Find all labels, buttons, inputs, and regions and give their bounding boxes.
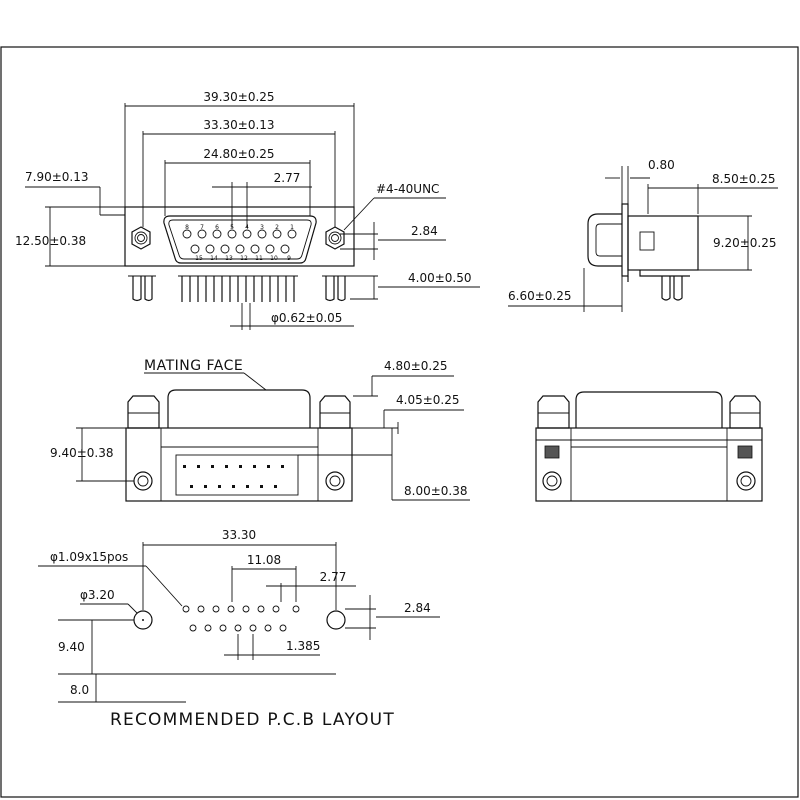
dim-d2: 4.05±0.25	[396, 393, 460, 407]
mating-face-title: MATING FACE	[144, 358, 243, 374]
pin-label-13: 13	[225, 255, 233, 262]
side-view: 0.80 8.50±0.25 9.20±0.25 6.60±0.25	[508, 158, 778, 312]
pin-label-12: 12	[240, 255, 248, 262]
dim-pin-length: 4.00±0.50	[408, 271, 472, 285]
pcb-holes-bottom	[189, 624, 287, 632]
dim-flange-thickness: 0.80	[648, 158, 675, 172]
side-flange	[621, 203, 629, 277]
front-right-nut	[325, 226, 345, 250]
dim-edge-to-pin: 8.0	[70, 683, 89, 697]
mating-left-post	[127, 395, 160, 429]
drawing-frame	[0, 46, 799, 798]
dim-pin-pitch: 2.77	[274, 171, 301, 185]
mating-face-view: MATING FACE	[50, 358, 470, 502]
dim-board-to-center: 9.40±0.38	[50, 446, 114, 460]
pin-label-3: 3	[260, 224, 264, 231]
pin-label-6: 6	[215, 224, 219, 231]
mating-left-hole	[133, 471, 153, 491]
pin-label-11: 11	[255, 255, 263, 262]
dim-hole-dia: φ1.09x15pos	[50, 550, 128, 564]
dim-d1: 4.80±0.25	[384, 359, 448, 373]
pin-label-10: 10	[270, 255, 278, 262]
dim-body-height: 9.20±0.25	[713, 236, 777, 250]
dim-pcb-pin-pitch: 2.77	[320, 570, 347, 584]
dim-row-spacing: 2.84	[411, 224, 438, 238]
pin-label-15: 15	[195, 255, 203, 262]
dim-thread: #4-40UNC	[376, 182, 439, 196]
mating-top-shell	[167, 389, 311, 428]
pin-label-9: 9	[287, 255, 291, 262]
dim-body-depth: 8.50±0.25	[712, 172, 776, 186]
dim-pcb-mount-spacing: 33.30	[222, 528, 256, 542]
side-shell	[587, 213, 622, 267]
dim-shell-width: 24.80±0.25	[203, 147, 274, 161]
front-view: 8 7 6 5 4 3 2 1 15 14 13 12 11 10 9	[15, 90, 480, 330]
pin-label-14: 14	[210, 255, 218, 262]
pcb-layout-view: φ1.09x15pos φ3.20 33.30 11.08 2.77 2.84 …	[38, 528, 440, 730]
side-shell-inner	[595, 223, 622, 257]
dim-pin-diameter: φ0.62±0.05	[271, 311, 342, 325]
pcb-layout-title: RECOMMENDED P.C.B LAYOUT	[110, 710, 395, 730]
pin-number-labels: 8 7 6 5 4 3 2 1 15 14 13 12 11 10 9	[185, 224, 294, 262]
side-insert	[639, 231, 655, 251]
front-left-nut	[131, 226, 151, 250]
mating-pins-bottom	[190, 485, 277, 488]
front-flange	[124, 206, 355, 267]
rear-body	[535, 427, 763, 502]
dim-mount-hole: φ3.20	[80, 588, 115, 602]
front-pins-bottom	[190, 244, 290, 254]
front-d-shell-outer	[163, 215, 317, 264]
dim-pcb-board-to-center: 9.40	[58, 640, 85, 654]
dim-shell-depth: 6.60±0.25	[508, 289, 572, 303]
front-dimension-lines	[25, 103, 480, 330]
front-pins-top	[182, 229, 297, 239]
dim-pcb-row-spacing: 2.84	[404, 601, 431, 615]
dim-d3: 8.00±0.38	[404, 484, 468, 498]
pin-label-1: 1	[290, 224, 294, 231]
pcb-holes-top	[182, 605, 300, 613]
dim-left-offset: 7.90±0.13	[25, 170, 89, 184]
side-body	[627, 215, 699, 271]
mating-body	[125, 427, 353, 502]
pin-label-7: 7	[200, 224, 204, 231]
pin-label-2: 2	[275, 224, 279, 231]
side-pins	[627, 270, 690, 301]
dim-mount-spacing: 33.30±0.13	[203, 118, 274, 132]
pin-label-8: 8	[185, 224, 189, 231]
mating-insert	[175, 454, 299, 496]
dim-overall-width: 39.30±0.25	[203, 90, 274, 104]
mating-right-post	[319, 395, 351, 429]
dim-height: 12.50±0.38	[15, 234, 86, 248]
front-d-shell-inner	[168, 219, 312, 260]
mating-right-hole	[325, 471, 345, 491]
mating-pins-top	[183, 465, 284, 468]
pcb-right-mount-hole	[326, 610, 346, 630]
front-pcb-pins	[178, 275, 298, 302]
dim-pin-span: 11.08	[247, 553, 281, 567]
dim-row-offset: 1.385	[286, 639, 320, 653]
rear-view	[535, 391, 763, 502]
front-board-locks	[128, 275, 350, 302]
